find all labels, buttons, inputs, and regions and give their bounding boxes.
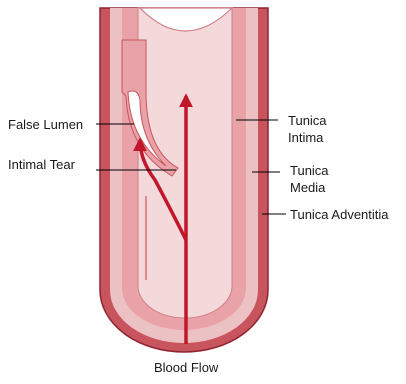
label-blood-flow: Blood Flow (154, 359, 218, 376)
label-tunica-media-line2: Media (290, 179, 329, 196)
label-tunica-intima-line1: Tunica (288, 112, 327, 129)
label-tunica-adventitia: Tunica Adventitia (290, 206, 389, 223)
label-false-lumen: False Lumen (8, 116, 83, 133)
label-tunica-intima-line2: Intima (288, 129, 327, 146)
label-tunica-media: Tunica Media (290, 162, 329, 196)
label-intimal-tear: Intimal Tear (8, 156, 75, 173)
label-tunica-media-line1: Tunica (290, 162, 329, 179)
label-tunica-intima: Tunica Intima (288, 112, 327, 146)
